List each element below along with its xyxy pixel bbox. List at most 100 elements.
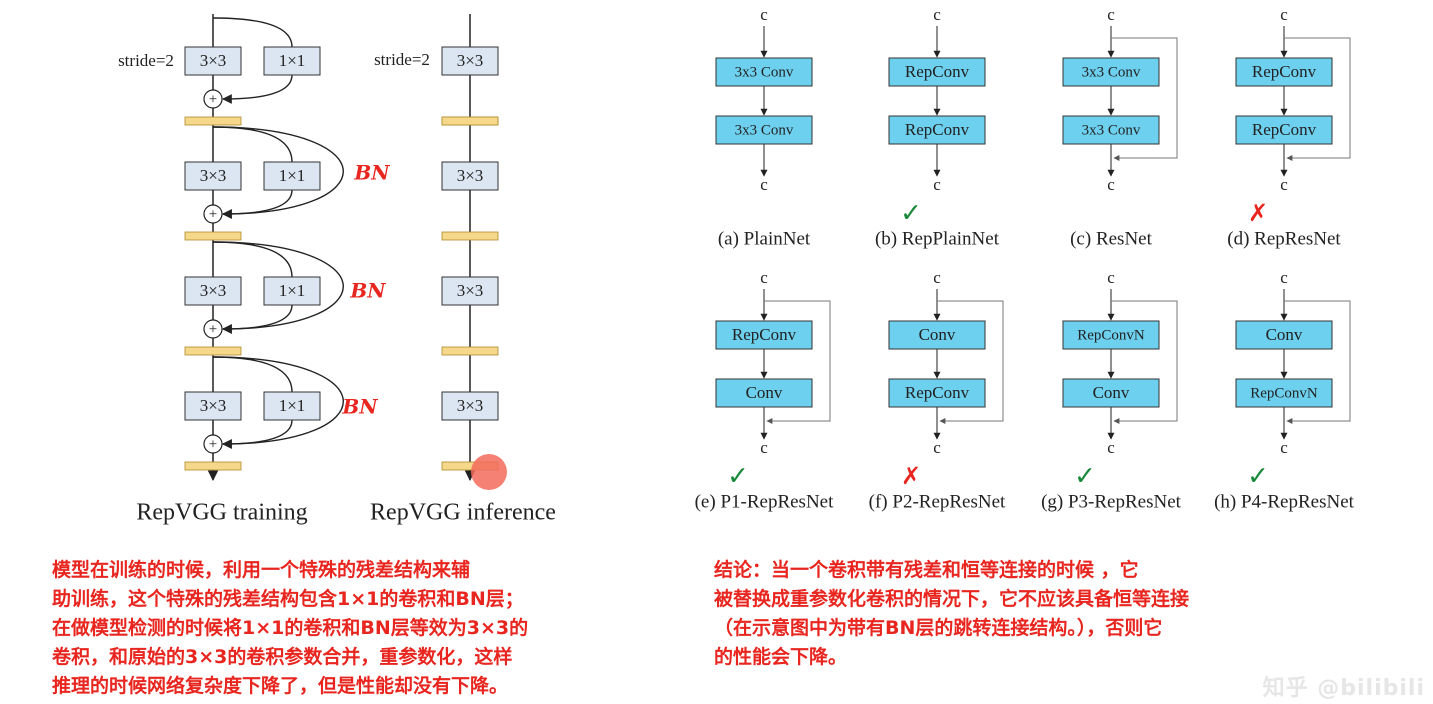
add-node — [203, 204, 223, 224]
note-right-line: （在示意图中为带有BN层的跳转连接结构。），否则它 — [714, 617, 1163, 639]
conv3x3-box — [184, 391, 242, 421]
conv-block-top-label: RepConvN — [1077, 327, 1145, 343]
channel-label-input: c — [1107, 268, 1115, 287]
conv1x1-label: 1×1 — [279, 281, 306, 300]
note-left: 模型在训练的时候，利用一个特殊的残差结构来辅 助训练，这个特殊的残差结构包含1×… — [52, 556, 528, 701]
conv-block-bottom-label: 3x3 Conv — [735, 122, 794, 138]
row2-panel-caption: (f) P2-RepResNet — [869, 491, 1006, 512]
conv-block-bottom — [1062, 115, 1160, 145]
check-mark: ✓ — [900, 199, 922, 229]
add-symbol: + — [209, 206, 217, 222]
conv-block-top-label: Conv — [1266, 325, 1303, 344]
conv3x3-box — [184, 276, 242, 306]
channel-label-input: c — [760, 268, 768, 287]
conv-block-bottom — [1062, 378, 1160, 408]
conv-block-top — [1062, 57, 1160, 87]
note-left-line: 模型在训练的时候，利用一个特殊的残差结构来辅 — [52, 559, 471, 581]
conv1x1-box — [263, 46, 321, 76]
conv-block-top — [1235, 320, 1333, 350]
row1-panel-caption: (b) RepPlainNet — [875, 228, 1000, 249]
channel-label-output: c — [1280, 438, 1288, 457]
identity-skip-curve — [212, 356, 344, 449]
conv-block-bottom — [715, 378, 813, 408]
branch-1x1-out — [222, 304, 293, 334]
conv-block-bottom-label: RepConv — [905, 120, 970, 139]
conv3x3-label: 3×3 — [200, 166, 227, 185]
conv-block-bottom-label: RepConvN — [1250, 385, 1318, 401]
add-node — [203, 89, 223, 109]
check-mark: ✓ — [1247, 462, 1269, 492]
inference-conv3x3-label: 3×3 — [457, 281, 484, 300]
channel-label-output: c — [1280, 175, 1288, 194]
conv-block-bottom-label: Conv — [746, 383, 783, 402]
bn-handwritten-annotation: BN — [353, 161, 390, 185]
caption-training: RepVGG training — [136, 500, 307, 526]
channel-label-input: c — [933, 268, 941, 287]
conv-block-top — [715, 320, 813, 350]
conv-block-top-label: 3x3 Conv — [735, 64, 794, 80]
identity-skip-curve — [212, 241, 344, 334]
add-symbol: + — [209, 321, 217, 337]
add-node — [203, 319, 223, 339]
note-right-line: 被替换成重参数化卷积的情况下，它不应该具备恒等连接 — [714, 588, 1190, 610]
bn-handwritten-annotation: BN — [341, 395, 378, 419]
conv-block-top-label: RepConv — [732, 325, 797, 344]
channel-label-output: c — [1107, 438, 1115, 457]
note-right-line: 结论：当一个卷积带有残差和恒等连接的时候 ，它 — [714, 559, 1139, 581]
note-left-line: 卷积，和原始的3×3的卷积参数合并，重参数化，这样 — [52, 646, 513, 668]
conv1x1-label: 1×1 — [279, 166, 306, 185]
add-symbol: + — [209, 91, 217, 107]
row1-panel-caption: (a) PlainNet — [718, 228, 811, 249]
conv3x3-box — [184, 46, 242, 76]
conv-block-bottom — [888, 115, 986, 145]
skip-connection — [1111, 300, 1178, 424]
conv-block-top — [888, 57, 986, 87]
channel-label-input: c — [933, 5, 941, 24]
conv-block-bottom-label: RepConv — [1252, 120, 1317, 139]
branch-1x1-in — [212, 17, 293, 48]
bn-handwritten-annotation: BN — [349, 279, 386, 303]
channel-label-input: c — [1280, 268, 1288, 287]
channel-label-output: c — [933, 175, 941, 194]
add-symbol: + — [209, 436, 217, 452]
bn-bar — [184, 346, 242, 356]
inference-conv3x3-label: 3×3 — [457, 166, 484, 185]
inference-bar — [441, 116, 499, 126]
channel-label-output: c — [933, 438, 941, 457]
branch-1x1-out — [222, 419, 293, 449]
channel-label-input: c — [760, 5, 768, 24]
bn-bar — [184, 116, 242, 126]
inference-conv3x3-box — [441, 161, 499, 191]
inference-conv3x3-label: 3×3 — [457, 51, 484, 70]
check-mark: ✓ — [727, 462, 749, 492]
conv-block-bottom — [1235, 378, 1333, 408]
cross-mark: ✗ — [1248, 199, 1268, 227]
conv-block-top — [888, 320, 986, 350]
note-left-line: 助训练，这个特殊的残差结构包含1×1的卷积和BN层； — [52, 588, 524, 610]
conv1x1-box — [263, 391, 321, 421]
conv-block-top — [1235, 57, 1333, 87]
skip-connection — [937, 300, 1004, 424]
conv-block-top-label: 3x3 Conv — [1082, 64, 1141, 80]
conv3x3-box — [184, 161, 242, 191]
channel-label-output: c — [760, 175, 768, 194]
row2-panel-caption: (h) P4-RepResNet — [1214, 491, 1355, 512]
conv-block-bottom — [715, 115, 813, 145]
conv-block-bottom-label: Conv — [1093, 383, 1130, 402]
channel-label-output: c — [760, 438, 768, 457]
conv-block-bottom — [1235, 115, 1333, 145]
conv1x1-box — [263, 276, 321, 306]
note-left-line: 在做模型检测的时候将1×1的卷积和BN层等效为3×3的 — [52, 617, 529, 639]
skip-connection — [764, 300, 831, 424]
inference-bar — [441, 231, 499, 241]
branch-1x1-out — [222, 74, 293, 104]
inference-bar — [441, 346, 499, 356]
cross-mark: ✗ — [901, 462, 921, 490]
conv3x3-label: 3×3 — [200, 396, 227, 415]
conv-block-top — [715, 57, 813, 87]
inference-conv3x3-box — [441, 276, 499, 306]
conv1x1-label: 1×1 — [279, 51, 306, 70]
inference-conv3x3-box — [441, 391, 499, 421]
